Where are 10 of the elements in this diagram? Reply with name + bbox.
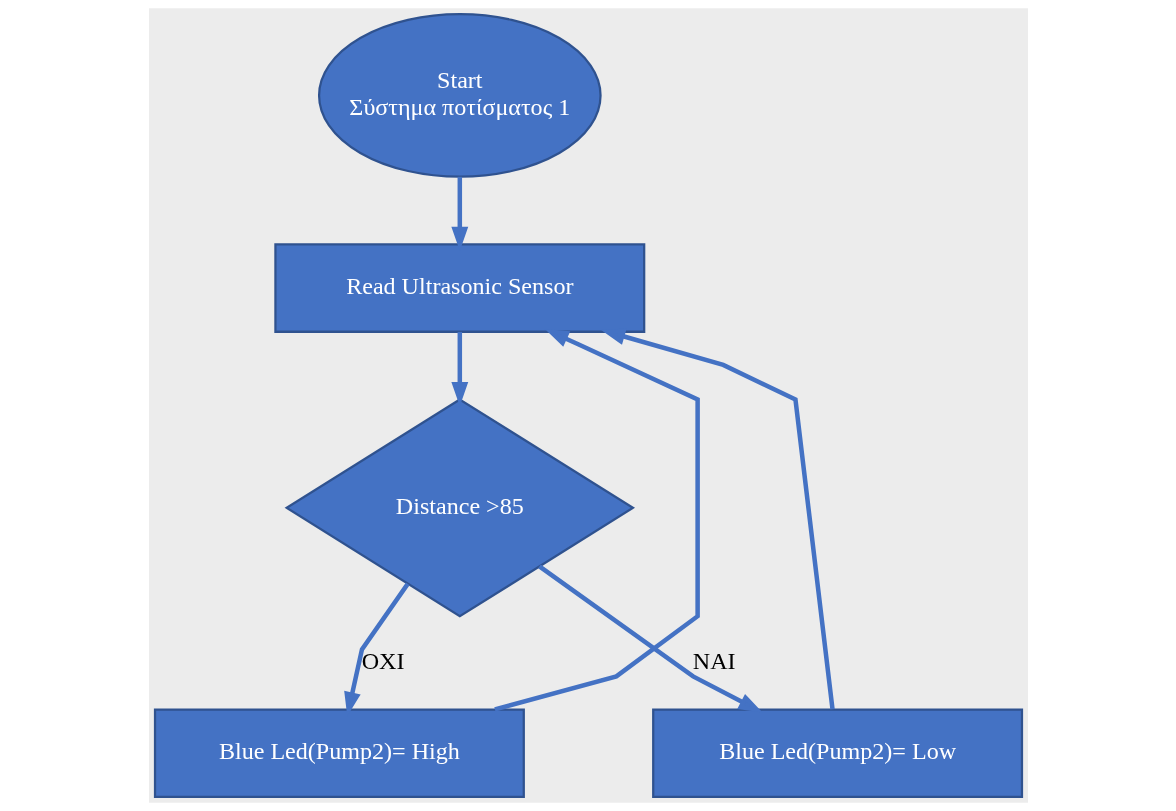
node-box: Blue Led(Pump2)= Low (651, 708, 1023, 798)
node-box: Read Ultrasonic Sensor (273, 243, 645, 333)
edge-label: NAI (692, 647, 736, 674)
node-ellipse: Start Σύστημα ποτίσματος 1 (317, 13, 602, 178)
edge-label: OXI (361, 647, 404, 674)
arrow (493, 328, 700, 712)
arrow (600, 328, 835, 710)
arrow (537, 564, 763, 713)
node-diamond: Distance >85 (284, 398, 635, 618)
node-box: Blue Led(Pump2)= High (153, 708, 525, 798)
